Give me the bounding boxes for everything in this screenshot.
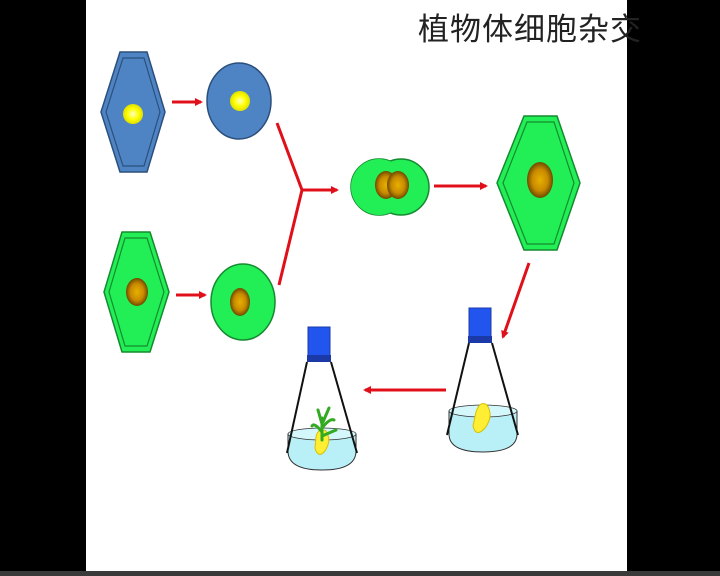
plant-cell-b bbox=[103, 231, 170, 353]
flask-stopper bbox=[307, 326, 331, 358]
merge-line-bottom bbox=[277, 189, 304, 286]
nucleus-a bbox=[230, 91, 250, 111]
fusing-protoplasts bbox=[350, 158, 430, 216]
protoplast-b bbox=[210, 263, 276, 341]
nucleus-b bbox=[527, 162, 553, 198]
nucleus-b bbox=[126, 278, 148, 306]
process-arrows bbox=[172, 98, 531, 394]
slide bbox=[86, 0, 627, 571]
nucleus-b bbox=[387, 171, 409, 199]
hybrid-cell bbox=[496, 115, 581, 251]
callus bbox=[472, 403, 491, 433]
page-title: 植物体细胞杂交 bbox=[418, 12, 642, 48]
protoplast-a bbox=[206, 62, 272, 140]
plantlet-culture-flask bbox=[286, 326, 358, 471]
nucleus-b bbox=[230, 288, 250, 316]
merge-line-top bbox=[275, 122, 304, 191]
bottom-bar bbox=[0, 571, 720, 576]
callus-culture-flask bbox=[446, 307, 519, 453]
flask-stopper bbox=[468, 307, 492, 339]
arrow-to-culture bbox=[501, 262, 531, 339]
plant-cell-a bbox=[100, 51, 166, 173]
plantlet bbox=[310, 406, 338, 442]
nucleus-a bbox=[123, 104, 143, 124]
